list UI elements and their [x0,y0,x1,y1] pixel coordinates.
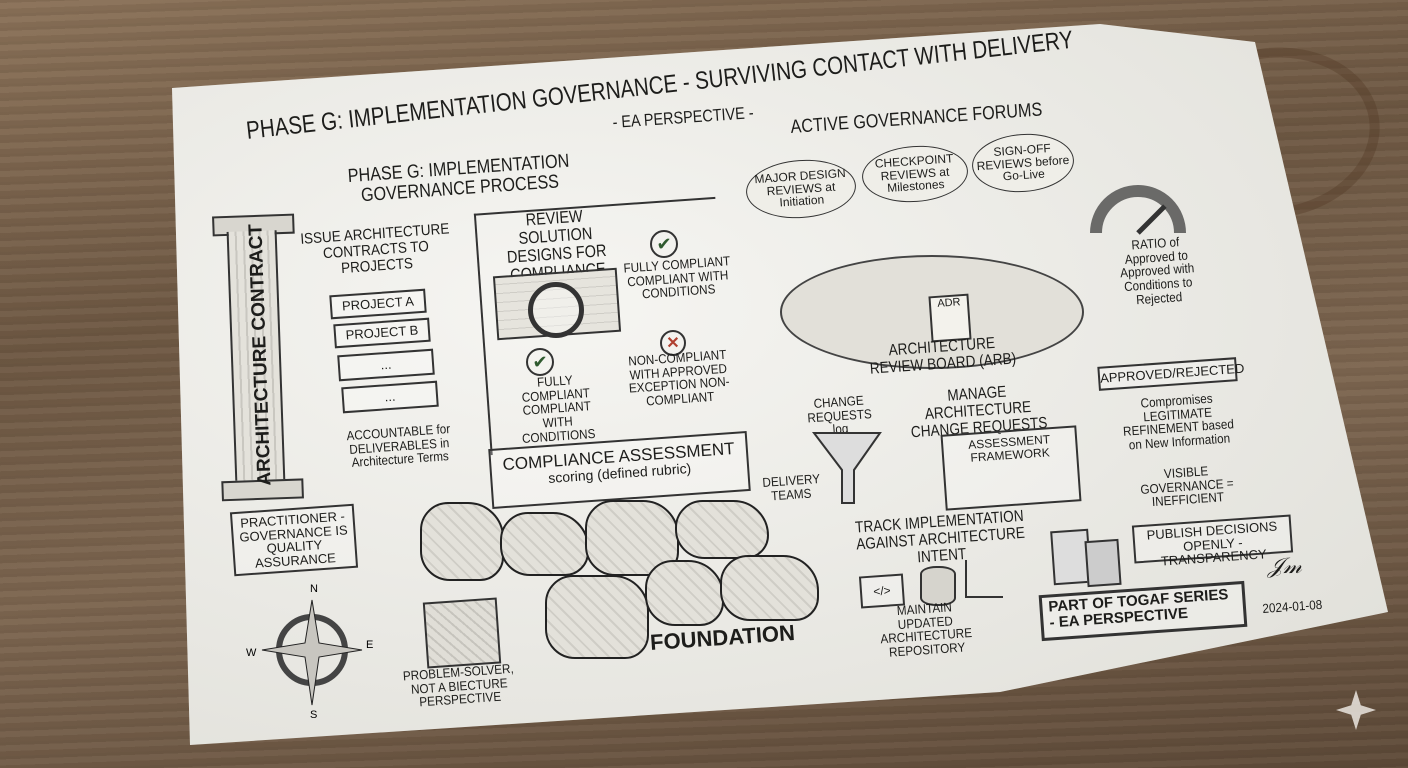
stone [720,555,819,621]
compass-e: E [366,639,373,651]
problem-solver-label: PROBLEM-SOLVER, NOT A BIECTURE PERSPECTI… [402,660,515,710]
books-icon [1084,538,1122,588]
signature: 𝒥𝓂 [1268,554,1302,579]
stone [675,500,769,559]
architecture-contract-pillar: ARCHITECTURE CONTRACT [212,213,304,502]
magnifying-glass-icon [528,282,584,338]
stone [645,560,724,626]
reject-x-icon: ✕ [660,330,686,356]
compass-rose-icon: N E S W [246,583,373,721]
compass-n: N [310,583,318,595]
outcome-fully-compliant-left: FULLY COMPLIANT COMPLIANT WITH CONDITION… [521,372,596,446]
check-icon: ✔ [526,348,554,376]
hierarchy-icon [965,560,1003,598]
ratio-gauge-icon [1090,185,1186,235]
outcome-fully-compliant: FULLY COMPLIANT COMPLIANT WITH CONDITION… [622,253,731,302]
accountable-note: ACCOUNTABLE for DELIVERABLES in Architec… [345,420,451,471]
database-icon [920,566,956,606]
compass-s: S [310,709,317,721]
check-icon: ✔ [650,230,678,258]
practitioner-callout: PRACTITIONER - GOVERNANCE IS QUALITY ASS… [229,503,359,577]
compass-w: W [246,647,257,659]
maintain-repository: MAINTAIN UPDATED ARCHITECTURE REPOSITORY [879,599,973,660]
gauge-needle [1136,204,1167,235]
stone [545,575,649,659]
adr-document: ADR [928,293,972,343]
compromises-note: Compromises LEGITIMATE REFINEMENT based … [1122,390,1235,453]
problem-solver-icons [422,597,502,669]
visible-governance-note: VISIBLE GOVERNANCE = INEFFICIENT [1139,463,1235,510]
outcome-non-compliant: NON-COMPLIANT WITH APPROVED EXCEPTION NO… [627,346,731,409]
ratio-label: RATIO of Approved to Approved with Condi… [1119,234,1195,307]
funnel-icon [811,432,882,504]
assessment-framework-box: ASSESSMENT FRAMEWORK [940,425,1082,511]
stone [420,502,504,581]
delivery-teams: DELIVERY TEAMS [761,470,821,504]
stone [500,512,589,576]
